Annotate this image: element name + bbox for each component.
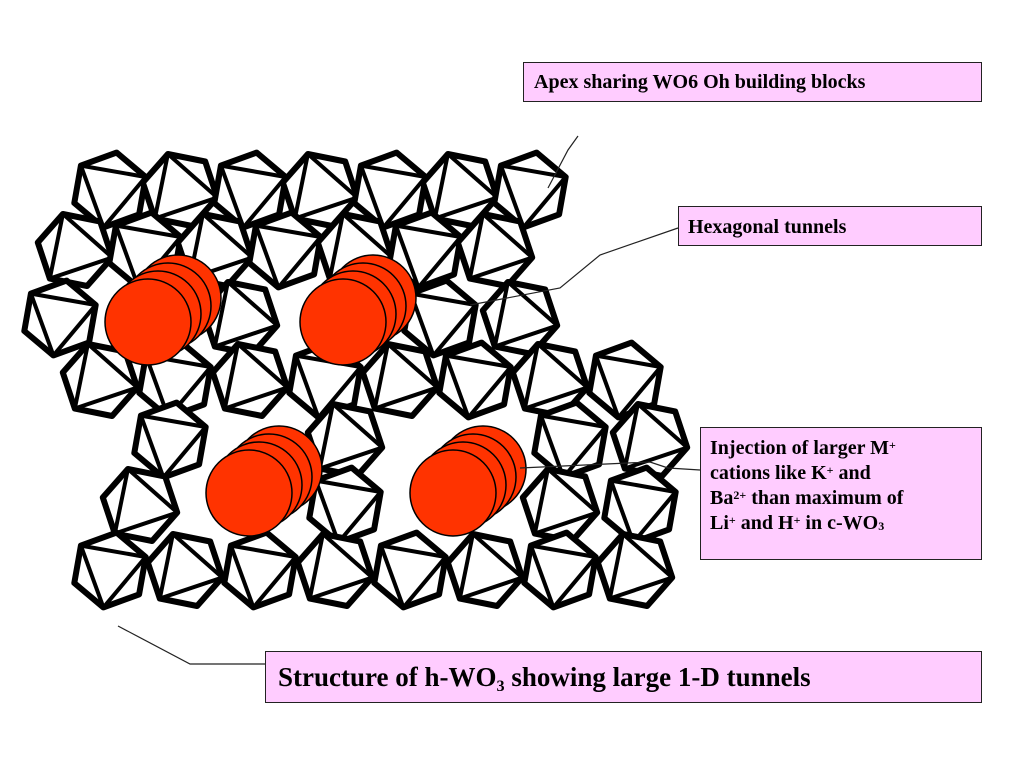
wo6-octahedron bbox=[294, 531, 376, 609]
wo6-octahedron bbox=[71, 529, 149, 611]
wo6-octahedron bbox=[401, 277, 479, 359]
injection-label-box: Injection of larger M+ cations like K+ a… bbox=[700, 427, 982, 560]
wo6-octahedron bbox=[491, 149, 569, 231]
wo6-octahedron bbox=[601, 464, 679, 546]
cation-sphere bbox=[409, 449, 497, 537]
wo6-octahedron bbox=[521, 529, 599, 611]
wo6-octahedron bbox=[594, 531, 676, 609]
injection-line-4: Li+ and H+ in c-WO3 bbox=[710, 512, 885, 534]
cation-sphere bbox=[205, 449, 293, 537]
wo6-octahedron bbox=[221, 529, 299, 611]
wo6-octahedron bbox=[519, 466, 601, 544]
injection-line-2: cations like K+ and bbox=[710, 462, 871, 484]
tunnel-cations bbox=[104, 254, 527, 537]
caption-box: Structure of h-WO3 showing large 1-D tun… bbox=[265, 651, 982, 703]
wo6-octahedron bbox=[34, 211, 116, 289]
cation-stack bbox=[205, 425, 323, 537]
cation-sphere bbox=[299, 278, 387, 366]
cation-stack bbox=[299, 254, 417, 366]
wo6-octahedron bbox=[209, 341, 291, 419]
wo6-octahedron bbox=[246, 209, 324, 291]
wo6-octahedron bbox=[144, 531, 226, 609]
injection-line-3: Ba2+ than maximum of bbox=[710, 487, 904, 509]
leader-apex bbox=[547, 135, 579, 189]
leader-injection bbox=[519, 461, 701, 471]
wo6-octahedron bbox=[531, 399, 609, 481]
wo6-octahedron bbox=[304, 401, 386, 479]
wo6-octahedron bbox=[131, 399, 209, 481]
cation-sphere bbox=[104, 278, 192, 366]
caption-title: Structure of h-WO3 showing large 1-D tun… bbox=[278, 662, 811, 695]
leader-title bbox=[117, 625, 265, 665]
hexagonal-tunnels-label-box: Hexagonal tunnels bbox=[678, 206, 982, 246]
wo6-octahedron bbox=[306, 464, 384, 546]
wo6-octahedron bbox=[359, 341, 441, 419]
wo6-octahedron bbox=[444, 531, 526, 609]
apex-label-box: Apex sharing WO6 Oh building blocks bbox=[523, 62, 982, 102]
cation-stack bbox=[409, 425, 527, 537]
wo6-octahedron bbox=[139, 151, 221, 229]
apex-label: Apex sharing WO6 Oh building blocks bbox=[534, 71, 866, 93]
leader-lines bbox=[117, 135, 701, 665]
hexagonal-tunnels-label: Hexagonal tunnels bbox=[688, 216, 847, 238]
wo6-octahedron bbox=[609, 401, 691, 479]
octahedra-framework bbox=[21, 149, 691, 611]
wo6-octahedron bbox=[71, 149, 149, 231]
wo6-octahedron bbox=[371, 529, 449, 611]
wo6-octahedron bbox=[454, 211, 536, 289]
wo6-octahedron bbox=[436, 339, 514, 421]
wo6-octahedron bbox=[99, 466, 181, 544]
leader-hexagonal bbox=[469, 227, 679, 306]
injection-line-1: Injection of larger M+ bbox=[710, 437, 896, 459]
cation-stack bbox=[104, 254, 222, 366]
